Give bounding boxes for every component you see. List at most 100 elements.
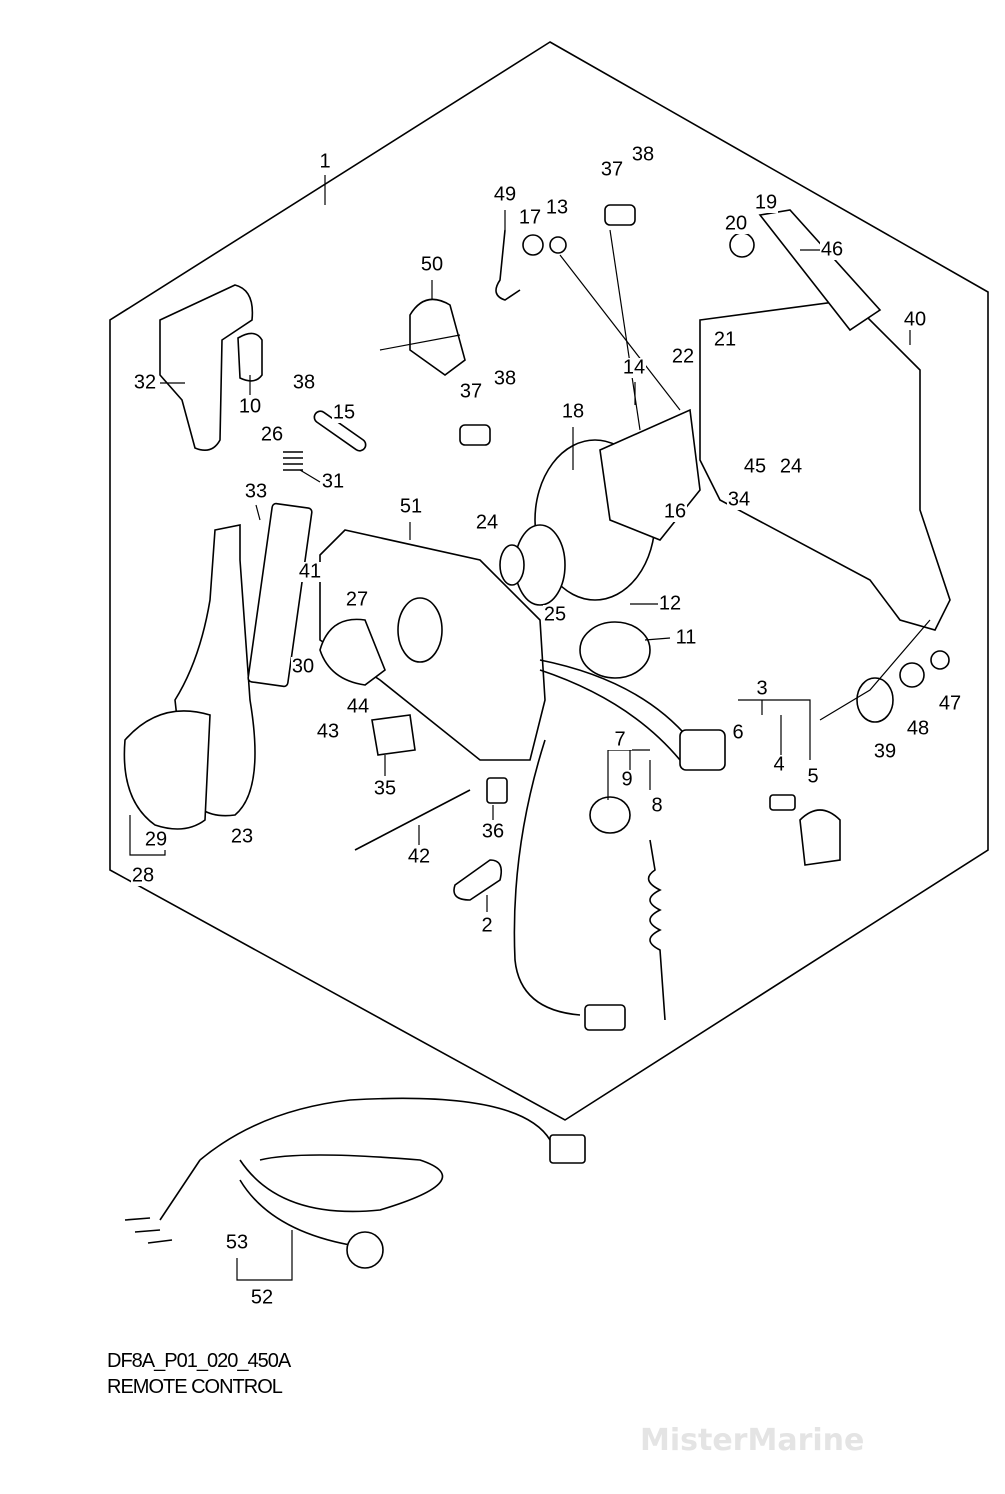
switch-cap-part xyxy=(799,809,841,866)
callout-bg xyxy=(938,694,962,714)
callout-bg xyxy=(144,830,168,850)
callout-8: 8 xyxy=(651,794,662,816)
callout-bg xyxy=(493,185,517,205)
callout-bg xyxy=(750,679,774,699)
callout-bg xyxy=(399,497,423,517)
callout-bg xyxy=(345,590,369,610)
callout-35: 35 xyxy=(374,777,396,799)
callout-bg xyxy=(801,767,825,787)
connector-part xyxy=(584,1004,626,1031)
callout-29: 29 xyxy=(145,828,167,850)
callout-16: 16 xyxy=(664,500,686,522)
callout-48: 48 xyxy=(907,717,929,739)
callout-bg xyxy=(561,402,585,422)
callout-bg xyxy=(543,605,567,625)
callout-44: 44 xyxy=(347,695,369,717)
callout-bg xyxy=(713,330,737,350)
diagram-code: DF8A_P01_020_450A xyxy=(107,1350,291,1372)
callout-19: 19 xyxy=(755,191,777,213)
callout-53: 53 xyxy=(226,1231,248,1253)
clip-36-part xyxy=(486,777,508,804)
callout-bg xyxy=(321,472,345,492)
callout-bg xyxy=(298,562,322,582)
callout-42: 42 xyxy=(408,845,430,867)
callout-bg xyxy=(407,847,431,867)
callout-bg xyxy=(238,397,262,417)
callout-bg xyxy=(459,382,483,402)
spring-part xyxy=(283,451,303,471)
callout-38: 38 xyxy=(293,371,315,393)
callout-39: 39 xyxy=(874,740,896,762)
callout-34: 34 xyxy=(728,488,750,510)
callout-bg xyxy=(292,373,316,393)
trim-switch-part xyxy=(758,209,882,332)
pin-part xyxy=(313,410,367,452)
watermark-text: MisterMarine xyxy=(640,1423,864,1458)
callout-50: 50 xyxy=(421,253,443,275)
callout-22: 22 xyxy=(672,345,694,367)
callout-bg xyxy=(754,193,778,213)
ring-17-part xyxy=(522,234,544,256)
callout-46: 46 xyxy=(821,238,843,260)
callout-bg xyxy=(726,723,750,743)
callout-18: 18 xyxy=(562,400,584,422)
cam-part xyxy=(319,618,386,686)
callout-bg xyxy=(724,214,748,234)
plate-2-part xyxy=(453,859,503,901)
callout-bg xyxy=(225,1233,249,1253)
grommet-part xyxy=(856,677,894,723)
callout-bg xyxy=(622,358,646,378)
screw-part xyxy=(354,789,471,851)
callout-bg xyxy=(518,208,542,228)
callout-30: 30 xyxy=(292,655,314,677)
callout-bg xyxy=(779,457,803,477)
callout-bg xyxy=(313,152,337,172)
callout-5: 5 xyxy=(807,765,818,787)
callout-bg xyxy=(671,347,695,367)
callout-10: 10 xyxy=(239,395,261,417)
callout-32: 32 xyxy=(134,371,156,393)
callout-21: 21 xyxy=(714,328,736,350)
callout-14: 14 xyxy=(623,356,645,378)
callout-41: 41 xyxy=(299,560,321,582)
callout-bg xyxy=(250,1288,274,1308)
callout-bg xyxy=(600,160,624,180)
buzzer-part xyxy=(579,621,651,679)
callout-bg xyxy=(615,770,639,790)
callout-25: 25 xyxy=(544,603,566,625)
neutral-lever-part xyxy=(247,502,313,688)
harness-part xyxy=(159,1097,551,1246)
nut-47-part xyxy=(930,650,950,670)
bearing-part xyxy=(499,544,525,586)
callout-bg xyxy=(346,697,370,717)
callout-36: 36 xyxy=(482,820,504,842)
callout-33: 33 xyxy=(245,480,267,502)
callout-24: 24 xyxy=(476,511,498,533)
callout-20: 20 xyxy=(725,212,747,234)
callout-37: 37 xyxy=(601,158,623,180)
lever-cover-part xyxy=(123,710,211,830)
callout-bg xyxy=(230,827,254,847)
callout-bg xyxy=(481,822,505,842)
callout-37: 37 xyxy=(460,380,482,402)
ring-part xyxy=(729,232,755,258)
callout-12: 12 xyxy=(659,592,681,614)
callout-23: 23 xyxy=(231,825,253,847)
callout-bg xyxy=(743,457,767,477)
callout-52: 52 xyxy=(251,1286,273,1308)
callout-6: 6 xyxy=(732,721,743,743)
callout-bg xyxy=(244,482,268,502)
callout-45: 45 xyxy=(744,455,766,477)
callout-3: 3 xyxy=(756,677,767,699)
callout-38: 38 xyxy=(494,367,516,389)
callout-bg xyxy=(291,657,315,677)
callout-bg xyxy=(903,310,927,330)
leader-lines xyxy=(129,175,931,1281)
lock-plate-part xyxy=(409,298,466,376)
callout-bg xyxy=(663,502,687,522)
callout-51: 51 xyxy=(400,495,422,517)
callout-bg xyxy=(906,719,930,739)
